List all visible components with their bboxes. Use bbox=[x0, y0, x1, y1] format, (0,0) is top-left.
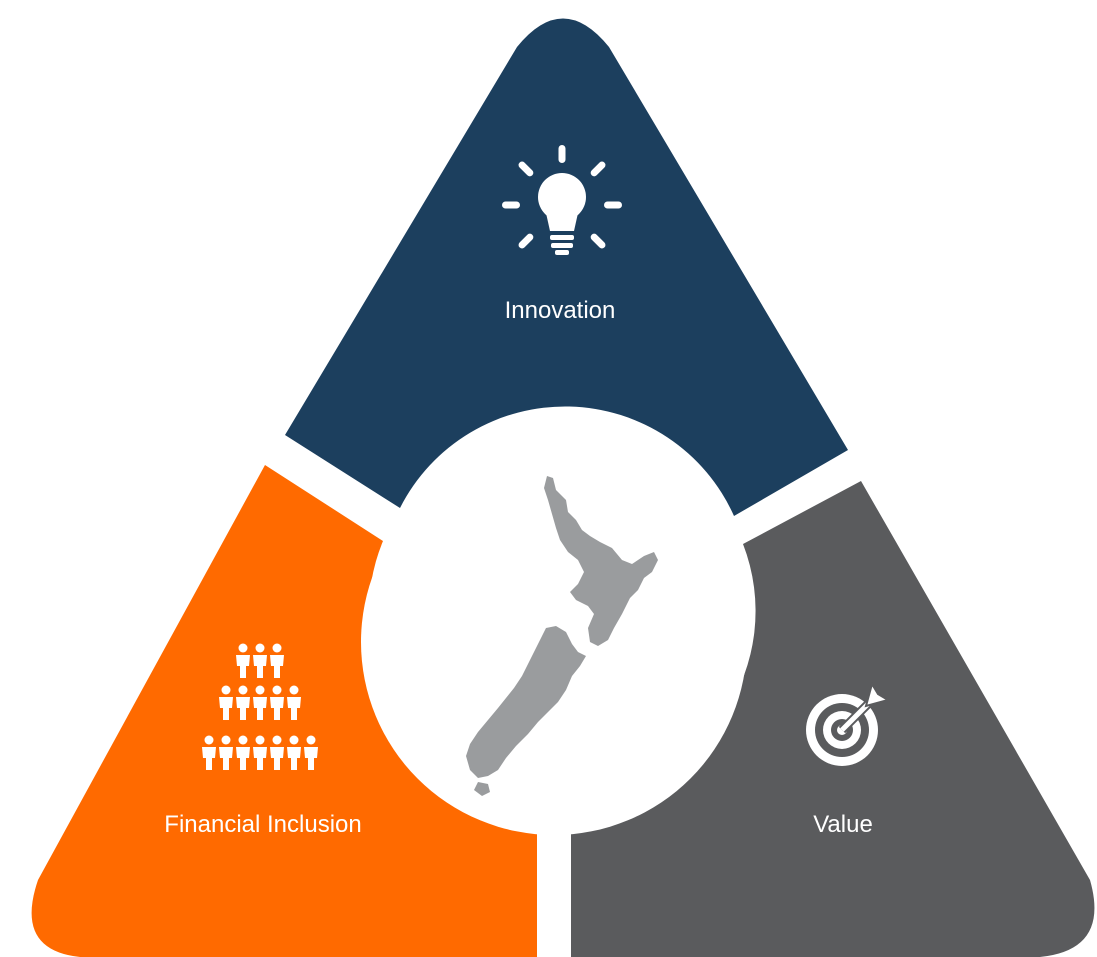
person-figure bbox=[236, 643, 250, 678]
segment-innovation-label: Innovation bbox=[505, 297, 616, 324]
person-figure bbox=[270, 643, 284, 678]
new-zealand-map-icon bbox=[466, 476, 658, 796]
person-figure bbox=[253, 735, 267, 770]
person-figure bbox=[287, 685, 301, 720]
lightbulb-icon bbox=[502, 145, 622, 255]
person-figure bbox=[287, 735, 301, 770]
person-figure bbox=[236, 685, 250, 720]
person-figure bbox=[253, 685, 267, 720]
segment-financial-inclusion-label: Financial Inclusion bbox=[164, 811, 361, 838]
person-figure bbox=[304, 735, 318, 770]
target-icon bbox=[806, 681, 891, 766]
segment-financial-inclusion-shape bbox=[31, 465, 537, 957]
segment-financial-inclusion: Financial Inclusion bbox=[31, 465, 537, 957]
people-pyramid-icon bbox=[202, 643, 318, 770]
person-figure bbox=[253, 643, 267, 678]
person-figure bbox=[202, 735, 216, 770]
segment-value-label: Value bbox=[813, 811, 873, 838]
person-figure bbox=[270, 735, 284, 770]
person-figure bbox=[219, 685, 233, 720]
segment-innovation-shape bbox=[285, 18, 848, 516]
segment-innovation: Innovation bbox=[285, 18, 848, 516]
person-figure bbox=[270, 685, 284, 720]
segment-value: Value bbox=[571, 481, 1095, 957]
person-figure bbox=[236, 735, 250, 770]
person-figure bbox=[219, 735, 233, 770]
center-circle bbox=[361, 449, 747, 835]
